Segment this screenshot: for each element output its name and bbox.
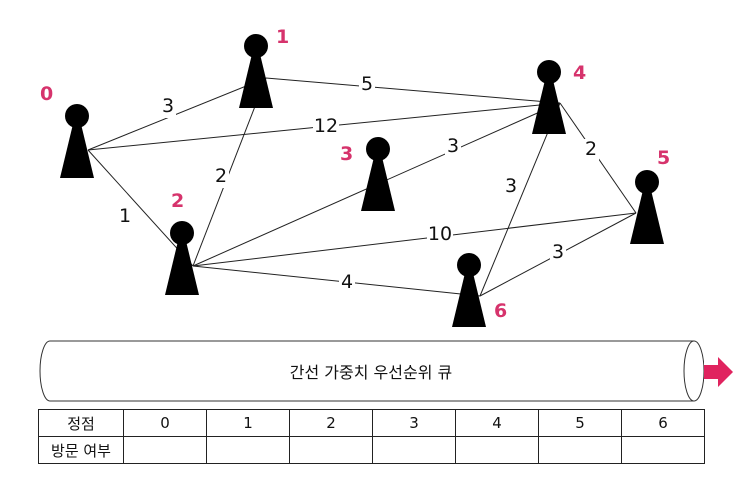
pawn-body-icon (630, 190, 664, 244)
edge-weight-bg (445, 136, 461, 158)
pawn-body-icon (361, 157, 395, 211)
edge-weight-2-5: 10 (428, 223, 452, 245)
vertex-3: 3 (340, 137, 395, 211)
vertex-column-6: 6 (621, 409, 705, 437)
pawn-head-icon (244, 34, 268, 58)
vertex-label-5: 5 (657, 147, 670, 169)
visited-cell-6 (621, 436, 705, 464)
edge-weight-0-2: 1 (119, 205, 131, 227)
edge-weight-bg (503, 176, 519, 198)
edge-weight-5-6: 3 (552, 241, 564, 263)
edge-weight-bg (339, 272, 355, 294)
vertex-column-5: 5 (538, 409, 622, 437)
edge-2-6 (192, 265, 481, 297)
edge-weight-bg (550, 242, 566, 264)
vertex-6: 6 (452, 253, 507, 327)
edge-weight-0-1: 3 (162, 95, 174, 117)
vertex-column-0: 0 (123, 409, 207, 437)
edge-4-6 (479, 102, 561, 297)
pawn-body-icon (452, 273, 486, 327)
visited-cell-0 (123, 436, 207, 464)
arrow-right-icon (704, 357, 733, 387)
edge-weight-bg (313, 116, 339, 138)
pawn-head-icon (65, 104, 89, 128)
visited-cell-3 (372, 436, 456, 464)
edge-weight-bg (213, 166, 229, 188)
vertex-label-1: 1 (276, 26, 289, 48)
vertex-2: 2 (165, 190, 199, 295)
edge-weight-1-4: 5 (361, 73, 373, 95)
edge-weight-bg (359, 74, 375, 96)
pawn-body-icon (239, 54, 273, 108)
vertex-label-6: 6 (494, 300, 507, 322)
pawn-body-icon (165, 241, 199, 295)
table-header-row: 정점 0 1 2 3 4 5 6 (38, 409, 705, 437)
vertex-label-4: 4 (573, 62, 586, 84)
queue-tube (39, 340, 705, 402)
edge-weight-bg (160, 96, 176, 118)
edge-0-2 (87, 149, 194, 267)
edge-weight-2-6: 4 (341, 271, 353, 293)
vertex-header: 정점 (38, 409, 124, 437)
edge-weight-2-4: 3 (447, 135, 459, 157)
vertex-label-0: 0 (40, 83, 53, 105)
pawn-head-icon (170, 221, 194, 245)
edge-1-4 (265, 77, 561, 104)
visit-table: 정점 0 1 2 3 4 5 6 방문 여부 (38, 409, 705, 464)
vertex-label-3: 3 (340, 143, 353, 165)
edge-weight-bg (583, 139, 599, 161)
edge-2-5 (192, 212, 637, 267)
vertex-0: 0 (40, 83, 94, 178)
vertex-column-3: 3 (372, 409, 456, 437)
pawn-body-icon (60, 124, 94, 178)
vertex-column-2: 2 (289, 409, 373, 437)
pawn-head-icon (366, 137, 390, 161)
edge-weight-4-6: 3 (505, 175, 517, 197)
vertex-5: 5 (630, 147, 670, 244)
priority-queue: 간선 가중치 우선순위 큐 (38, 339, 705, 403)
edge-weight-1-2: 2 (215, 165, 227, 187)
pawn-body-icon (532, 80, 566, 134)
visited-cell-4 (455, 436, 539, 464)
table-visited-row: 방문 여부 (38, 436, 705, 464)
vertex-4: 4 (532, 60, 586, 134)
edge-weight-bg (427, 224, 453, 246)
edge-weight-bg (117, 206, 133, 228)
vertex-column-4: 4 (455, 409, 539, 437)
edge-1-2 (192, 77, 267, 267)
visited-row-label: 방문 여부 (38, 436, 124, 464)
visited-cell-1 (206, 436, 290, 464)
queue-label: 간선 가중치 우선순위 큐 (289, 363, 453, 382)
edge-0-1 (87, 77, 267, 151)
pawn-head-icon (635, 170, 659, 194)
vertex-1: 1 (239, 26, 289, 108)
pawn-head-icon (457, 253, 481, 277)
visited-cell-5 (538, 436, 622, 464)
visited-cell-2 (289, 436, 373, 464)
pawn-head-icon (537, 60, 561, 84)
edge-weight-4-5: 2 (585, 138, 597, 160)
edge-weight-0-4: 12 (314, 115, 338, 137)
vertex-column-1: 1 (206, 409, 290, 437)
vertex-label-2: 2 (171, 190, 184, 212)
